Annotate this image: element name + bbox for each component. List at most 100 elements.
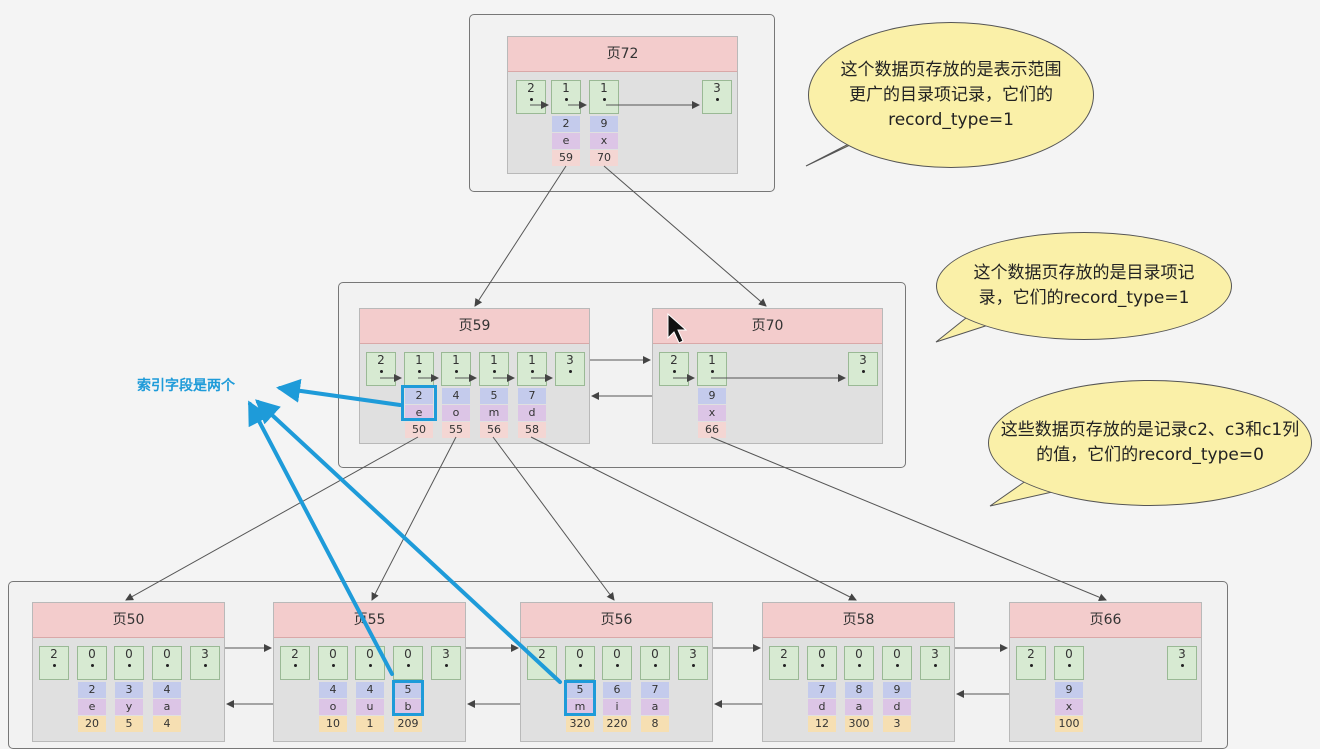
c1-value: 50 [405, 422, 433, 438]
record: 0 [152, 646, 182, 680]
callout-text: 这些数据页存放的是记录c2、c3和c1列的值，它们的record_type=0 [1000, 420, 1300, 465]
c3-value: a [845, 699, 873, 715]
c1-value: 5 [115, 716, 143, 732]
c1-value: 20 [78, 716, 106, 732]
record-supremum: 3 [702, 80, 732, 114]
annotation-arrow [255, 399, 562, 684]
callout-directory-top: 这个数据页存放的是表示范围更广的目录项记录，它们的record_type=1 [808, 22, 1094, 168]
tree-pointer [603, 165, 767, 307]
c3-value: x [1055, 699, 1083, 715]
record-infimum: 2 [280, 646, 310, 680]
c2-value: 9 [590, 116, 618, 132]
record: 1 [697, 352, 727, 386]
record: 1 [517, 352, 547, 386]
c2-value: 2 [405, 388, 433, 404]
record: 0 [807, 646, 837, 680]
highlight-box [401, 385, 437, 421]
record: 0 [77, 646, 107, 680]
record-supremum: 3 [555, 352, 585, 386]
c2-value: 5 [480, 388, 508, 404]
page-50: 页50 2 0 0 0 3 2 e 20 3 y 5 4 a 4 [32, 602, 225, 742]
record-infimum: 2 [769, 646, 799, 680]
record-infimum: 2 [527, 646, 557, 680]
c1-value: 320 [566, 716, 594, 732]
c2-value: 4 [153, 682, 181, 698]
c3-value: a [641, 699, 669, 715]
c1-value: 1 [356, 716, 384, 732]
page-title: 页58 [763, 603, 954, 638]
c2-value: 5 [566, 682, 594, 698]
c1-value: 100 [1055, 716, 1083, 732]
record: 0 [844, 646, 874, 680]
tree-pointer [530, 436, 857, 601]
page-title: 页50 [33, 603, 224, 638]
c3-value: b [394, 699, 422, 715]
annotation-arrow [276, 378, 402, 407]
record: 1 [404, 352, 434, 386]
record: 1 [441, 352, 471, 386]
c2-value: 4 [442, 388, 470, 404]
page-title: 页66 [1010, 603, 1201, 638]
c2-value: 9 [1055, 682, 1083, 698]
c2-value: 4 [356, 682, 384, 698]
c1-value: 12 [808, 716, 836, 732]
c2-value: 2 [78, 682, 106, 698]
page-66: 页66 2 0 3 9 x 100 [1009, 602, 1202, 742]
c3-value: y [115, 699, 143, 715]
page-title: 页70 [653, 309, 882, 344]
record: 0 [1054, 646, 1084, 680]
page-58: 页58 2 0 0 0 3 7 d 12 8 a 300 9 d 3 [762, 602, 955, 742]
highlight-box [564, 680, 596, 716]
c1-value: 56 [480, 422, 508, 438]
c2-value: 8 [845, 682, 873, 698]
tree-pointer [474, 165, 567, 307]
c1-value: 66 [698, 422, 726, 438]
callout-directory-mid: 这个数据页存放的是目录项记录，它们的record_type=1 [936, 232, 1232, 340]
tree-pointer [125, 436, 419, 601]
record-infimum: 2 [1016, 646, 1046, 680]
c3-value: d [518, 405, 546, 421]
c3-value: o [442, 405, 470, 421]
highlight-box [392, 680, 424, 716]
c3-value: x [590, 133, 618, 149]
record: 0 [565, 646, 595, 680]
record: 0 [602, 646, 632, 680]
c2-value: 9 [883, 682, 911, 698]
tree-pointer [371, 436, 457, 601]
c1-value: 55 [442, 422, 470, 438]
page-56: 页56 2 0 0 0 3 5 m 320 6 i 220 7 a 8 [520, 602, 713, 742]
record-supremum: 3 [920, 646, 950, 680]
c1-value: 10 [319, 716, 347, 732]
c2-value: 3 [115, 682, 143, 698]
c3-value: d [808, 699, 836, 715]
c1-value: 70 [590, 150, 618, 166]
record: 0 [393, 646, 423, 680]
record: 1 [551, 80, 581, 114]
callout-leaf: 这些数据页存放的是记录c2、c3和c1列的值，它们的record_type=0 [988, 380, 1312, 506]
c1-value: 4 [153, 716, 181, 732]
c3-value: e [552, 133, 580, 149]
c3-value: m [566, 699, 594, 715]
c2-value: 6 [603, 682, 631, 698]
c2-value: 2 [552, 116, 580, 132]
page-title: 页59 [360, 309, 589, 344]
record-infimum: 2 [659, 352, 689, 386]
record-supremum: 3 [678, 646, 708, 680]
c2-value: 5 [394, 682, 422, 698]
record: 0 [318, 646, 348, 680]
index-fields-annotation: 索引字段是两个 [137, 378, 235, 394]
c1-value: 58 [518, 422, 546, 438]
c1-value: 220 [603, 716, 631, 732]
annotation-arrow [248, 400, 394, 676]
c2-value: 7 [518, 388, 546, 404]
record: 1 [589, 80, 619, 114]
c3-value: e [78, 699, 106, 715]
record-infimum: 2 [39, 646, 69, 680]
c3-value: d [883, 699, 911, 715]
record-infimum: 2 [366, 352, 396, 386]
c3-value: o [319, 699, 347, 715]
page-55: 页55 2 0 0 0 3 4 o 10 4 u 1 5 b 209 [273, 602, 466, 742]
record-supremum: 3 [431, 646, 461, 680]
record-supremum: 3 [190, 646, 220, 680]
c3-value: m [480, 405, 508, 421]
